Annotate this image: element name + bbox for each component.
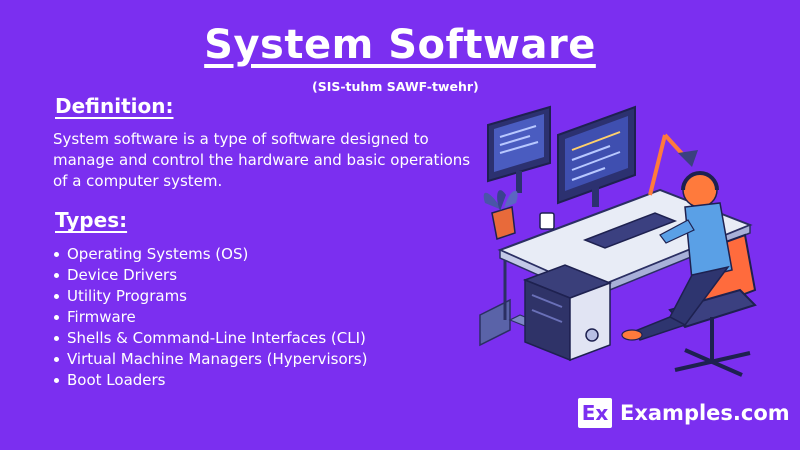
types-list: Operating Systems (OS) Device Drivers Ut… (50, 244, 367, 391)
brand-name: Examples.com (620, 401, 790, 425)
definition-heading: Definition: (55, 94, 174, 118)
list-item: Device Drivers (50, 265, 367, 286)
types-heading: Types: (55, 208, 128, 232)
brand[interactable]: Ex Examples.com (578, 398, 790, 428)
page-title: System Software (204, 22, 596, 68)
list-item: Utility Programs (50, 286, 367, 307)
definition-text: System software is a type of software de… (53, 130, 471, 190)
list-item: Boot Loaders (50, 370, 367, 391)
workstation-illustration (479, 105, 757, 377)
list-item: Operating Systems (OS) (50, 244, 367, 265)
pronunciation: (SIS-tuhm SAWF-twehr) (312, 79, 479, 94)
brand-logo: Ex (578, 398, 612, 428)
list-item: Shells & Command-Line Interfaces (CLI) (50, 328, 367, 349)
list-item: Firmware (50, 307, 367, 328)
list-item: Virtual Machine Managers (Hypervisors) (50, 349, 367, 370)
